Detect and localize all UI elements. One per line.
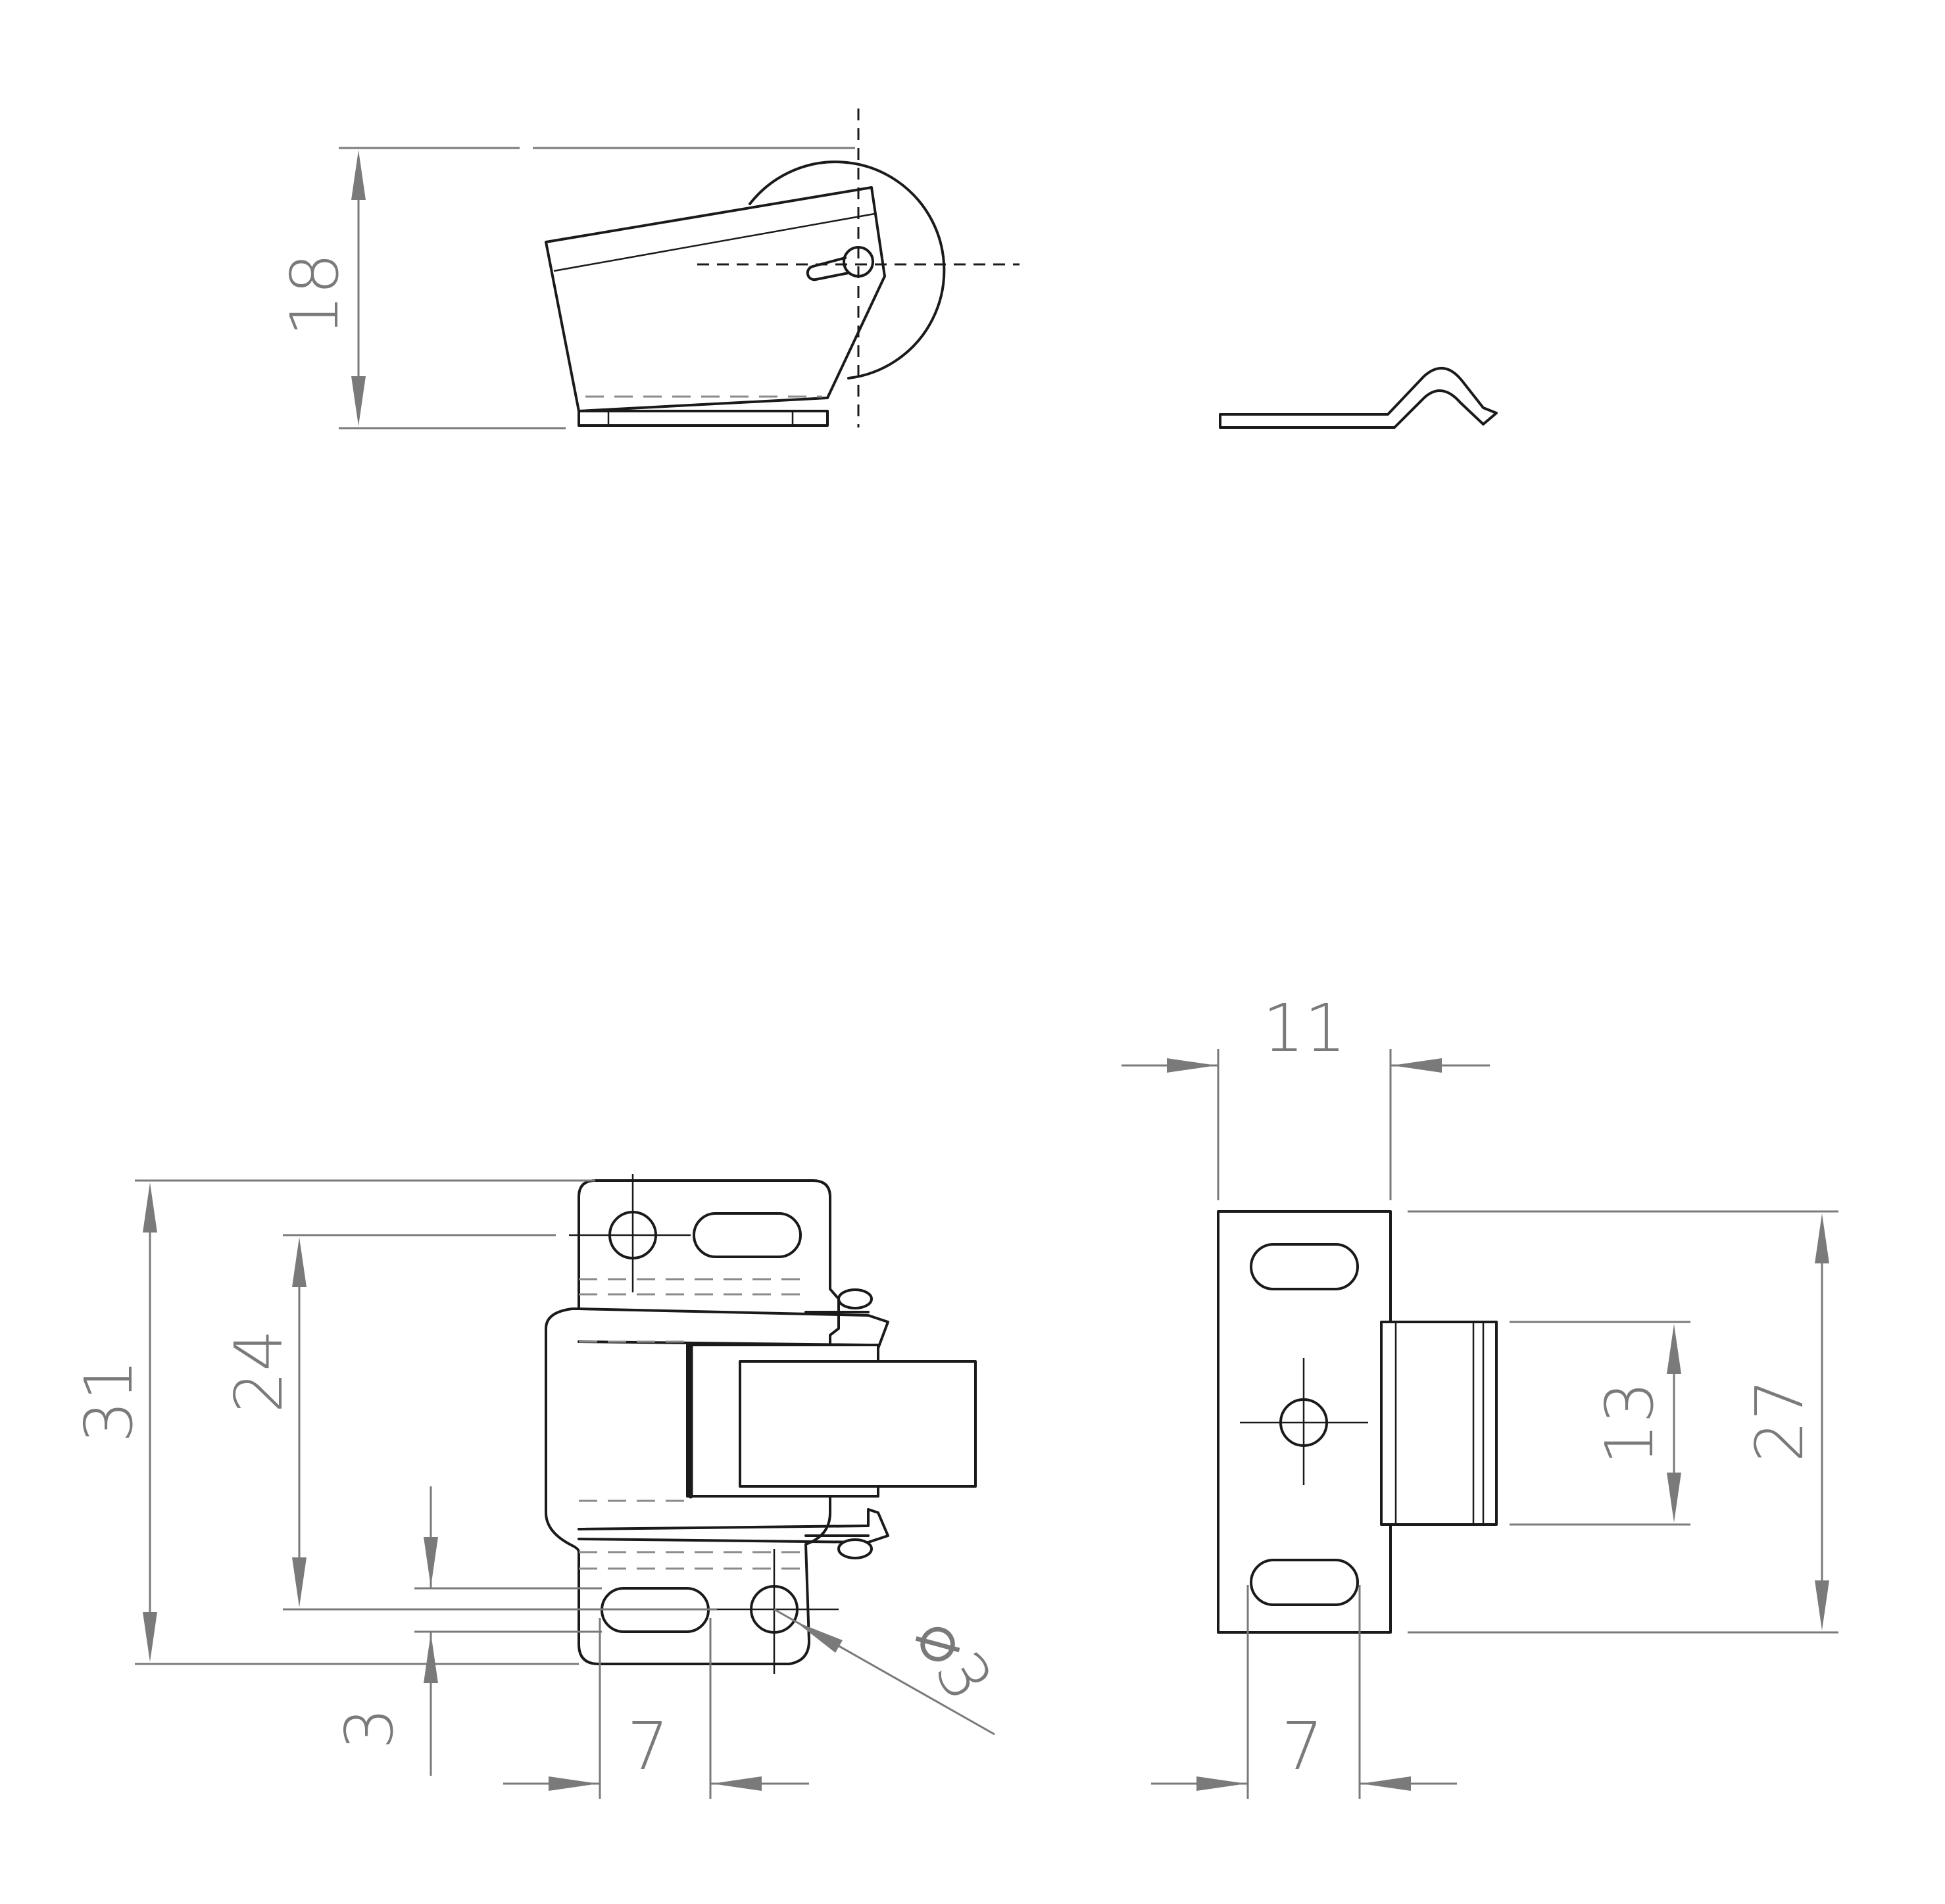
dim-label-31: 31 [70,1359,147,1442]
strike-slot-top [1250,1243,1359,1290]
dim-label-3: 3 [331,1707,408,1749]
roller-block [739,1360,977,1488]
arrow-7-right [549,1776,599,1791]
arrow-27-up [1815,1213,1829,1263]
dim-label-24: 24 [220,1329,297,1413]
arrow-24-down [292,1557,307,1607]
side-view-roller-catch: 18 [276,109,1020,429]
arrow-3-down [424,1537,438,1587]
arrow-11-right [1167,1058,1217,1073]
arrow-up [351,150,366,200]
front-view-roller-catch: 31 24 3 7 ⌀3 [70,1174,1007,1799]
arrow-13-up [1667,1324,1681,1374]
arrow-24-up [292,1237,307,1287]
arrow-7-left [712,1776,762,1791]
dim-label-7-right: 7 [1281,1708,1323,1785]
pin-shafts [804,1311,870,1537]
slot-hole-top [693,1212,802,1258]
arrow-31-up [143,1183,157,1233]
arrow-7s-left [1361,1776,1411,1791]
catch-housing [545,186,886,412]
roller-wheel-outline [749,160,946,379]
axle-spring [806,256,850,281]
arrow-13-down [1667,1473,1681,1523]
arrow-down [351,376,366,426]
dim-label-13: 13 [1591,1381,1668,1465]
spring-wire [1219,366,1498,429]
pivot-pin-bottom [837,1538,873,1559]
strike-slot-bottom [1250,1559,1359,1606]
strike-plate-view: 11 27 13 7 [1121,990,1838,1799]
arrow-11-left [1392,1058,1442,1073]
housing-inner-edge [553,212,875,272]
arrow-31-down [143,1612,157,1662]
dim-label-diameter: ⌀3 [900,1605,1007,1714]
base-plate [578,410,829,427]
strike-tongue [1380,1321,1498,1526]
dim-label-7-left: 7 [627,1708,669,1785]
arrow-3-up [424,1633,438,1683]
arrow-diameter [796,1622,843,1653]
spring-profile [1219,366,1498,429]
pivot-pin-top [837,1288,873,1309]
arrow-27-down [1815,1580,1829,1630]
dim-label-11: 11 [1262,990,1346,1067]
dim-label-27: 27 [1741,1379,1818,1462]
arrow-7s-right [1196,1776,1246,1791]
dim-label-18: 18 [276,253,353,336]
